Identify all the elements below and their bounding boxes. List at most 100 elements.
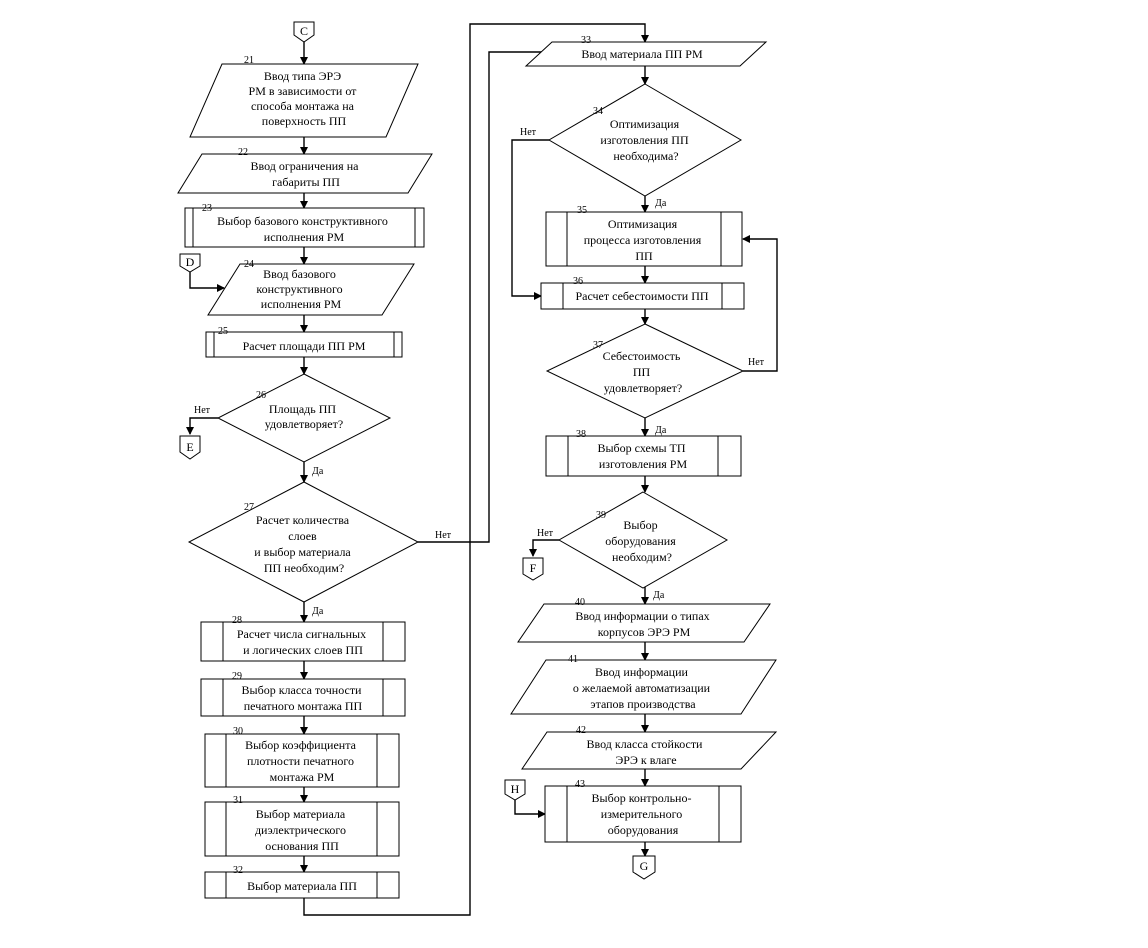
step-23-text: Выбор базового конструктивного исполнени…	[217, 214, 391, 244]
step-24-text: Ввод базового конструктивного исполнения…	[256, 267, 345, 311]
connector-h: H	[504, 779, 526, 801]
step-38-text: Выбор схемы ТП изготовления РМ	[597, 441, 688, 471]
edge-27-no-to-33	[418, 48, 559, 543]
edge-26-no-to-e	[186, 417, 218, 435]
edge-39-no-to-f	[529, 539, 559, 557]
step-39-number: 39	[596, 510, 606, 521]
step-26-text: Площадь ПП удовлетворяет?	[265, 402, 343, 431]
step-35-process: 35 Оптимизация процесса изготовления ПП	[545, 205, 743, 267]
step-32-number: 32	[233, 865, 243, 876]
step-38-number: 38	[576, 429, 586, 440]
step-27-no-label: Нет	[435, 530, 452, 541]
step-41-number: 41	[568, 654, 578, 665]
step-37-no-label: Нет	[748, 357, 765, 368]
step-37-decision: 37 Себестоимость ПП удовлетворяет? Нет Д…	[545, 323, 765, 436]
step-29-number: 29	[232, 671, 242, 682]
edge-d-to-24	[189, 272, 225, 292]
step-41-text: Ввод информации о желаемой автоматизации…	[573, 665, 713, 711]
step-26-decision: 26 Площадь ПП удовлетворяет? Нет Да	[194, 373, 392, 477]
step-32-text: Выбор материала ПП	[247, 879, 357, 893]
step-34-no-label: Нет	[520, 127, 537, 138]
step-22-number: 22	[238, 147, 248, 158]
step-28-process: 28 Расчет числа сигнальных и логических …	[200, 615, 406, 662]
step-27-yes-label: Да	[312, 606, 324, 617]
step-24-input: 24 Ввод базового конструктивного исполне…	[207, 259, 415, 316]
edge-h-to-43	[514, 800, 546, 818]
edge-32-to-33	[303, 23, 649, 916]
flow-connections	[186, 23, 778, 916]
step-26-yes-label: Да	[312, 466, 324, 477]
step-31-text: Выбор материала диэлектрического основан…	[255, 807, 349, 853]
connector-g-label: G	[640, 859, 649, 873]
step-43-text: Выбор контрольно- измерительного оборудо…	[592, 791, 695, 837]
step-34-text: Оптимизация изготовления ПП необходима?	[600, 117, 691, 163]
step-31-number: 31	[233, 795, 243, 806]
connector-h-label: H	[511, 782, 520, 796]
step-42-number: 42	[576, 725, 586, 736]
step-31-process: 31 Выбор материала диэлектрического осно…	[204, 795, 400, 857]
step-32-process: 32 Выбор материала ПП	[204, 865, 400, 899]
step-40-number: 40	[575, 597, 585, 608]
step-40-input: 40 Ввод информации о типах корпусов ЭРЭ …	[517, 597, 771, 643]
connector-e: E	[179, 435, 201, 460]
step-29-process: 29 Выбор класса точности печатного монта…	[200, 671, 406, 717]
step-29-text: Выбор класса точности печатного монтажа …	[242, 683, 365, 713]
connector-d-label: D	[186, 255, 195, 269]
step-25-number: 25	[218, 326, 228, 337]
step-37-yes-label: Да	[655, 425, 667, 436]
step-28-number: 28	[232, 615, 242, 626]
step-39-yes-label: Да	[653, 590, 665, 601]
step-30-process: 30 Выбор коэффициента плотности печатног…	[204, 726, 400, 788]
step-43-number: 43	[575, 779, 585, 790]
step-42-text: Ввод класса стойкости ЭРЭ к влаге	[587, 737, 706, 767]
step-25-text: Расчет площади ПП РМ	[243, 339, 366, 353]
connector-f-label: F	[530, 561, 537, 575]
step-38-process: 38 Выбор схемы ТП изготовления РМ	[545, 429, 742, 477]
step-39-text: Выбор оборудования необходим?	[605, 518, 679, 564]
step-36-number: 36	[573, 276, 583, 287]
step-39-no-label: Нет	[537, 528, 554, 539]
step-24-number: 24	[244, 259, 254, 270]
step-21-number: 21	[244, 55, 254, 66]
connector-e-label: E	[186, 440, 193, 454]
step-21-text: Ввод типа ЭРЭ РМ в зависимости от способ…	[249, 69, 360, 128]
step-21-input: 21 Ввод типа ЭРЭ РМ в зависимости от спо…	[189, 55, 419, 138]
step-33-input: 33 Ввод материала ПП РМ	[524, 35, 768, 67]
step-23-number: 23	[202, 203, 212, 214]
step-30-number: 30	[233, 726, 243, 737]
edge-37-no-to-35	[742, 235, 778, 372]
step-37-text: Себестоимость ПП удовлетворяет?	[603, 349, 684, 395]
step-30-text: Выбор коэффициента плотности печатного м…	[245, 738, 359, 784]
step-33-text: Ввод материала ПП РМ	[581, 47, 703, 61]
step-27-number: 27	[244, 502, 254, 513]
step-26-number: 26	[256, 390, 266, 401]
step-34-decision: 34 Оптимизация изготовления ПП необходим…	[520, 83, 742, 209]
edge-34-no-to-36	[511, 139, 549, 300]
step-26-no-label: Нет	[194, 405, 211, 416]
step-27-decision: 27 Расчет количества слоев и выбор матер…	[187, 481, 452, 617]
step-43-process: 43 Выбор контрольно- измерительного обор…	[544, 779, 742, 843]
step-37-number: 37	[593, 340, 603, 351]
step-28-text: Расчет числа сигнальных и логических сло…	[237, 627, 369, 657]
step-33-number: 33	[581, 35, 591, 46]
step-34-number: 34	[593, 106, 603, 117]
step-42-input: 42 Ввод класса стойкости ЭРЭ к влаге	[521, 725, 778, 770]
step-36-text: Расчет себестоимости ПП	[575, 289, 708, 303]
connector-c: C	[293, 21, 315, 43]
step-22-text: Ввод ограничения на габариты ПП	[251, 159, 362, 189]
step-34-yes-label: Да	[655, 198, 667, 209]
step-36-process: 36 Расчет себестоимости ПП	[540, 276, 745, 310]
step-23-process: 23 Выбор базового конструктивного исполн…	[184, 203, 425, 248]
step-39-decision: 39 Выбор оборудования необходим? Нет Да	[537, 491, 729, 601]
step-25-process: 25 Расчет площади ПП РМ	[205, 326, 403, 358]
step-22-input: 22 Ввод ограничения на габариты ПП	[177, 147, 433, 194]
step-41-input: 41 Ввод информации о желаемой автоматиза…	[510, 654, 777, 715]
step-27-text: Расчет количества слоев и выбор материал…	[254, 513, 354, 575]
step-35-number: 35	[577, 205, 587, 216]
step-35-text: Оптимизация процесса изготовления ПП	[584, 217, 705, 263]
step-40-text: Ввод информации о типах корпусов ЭРЭ РМ	[575, 609, 712, 639]
connector-g: G	[632, 855, 656, 880]
connector-d: D	[179, 253, 201, 273]
connector-c-label: C	[300, 24, 308, 38]
